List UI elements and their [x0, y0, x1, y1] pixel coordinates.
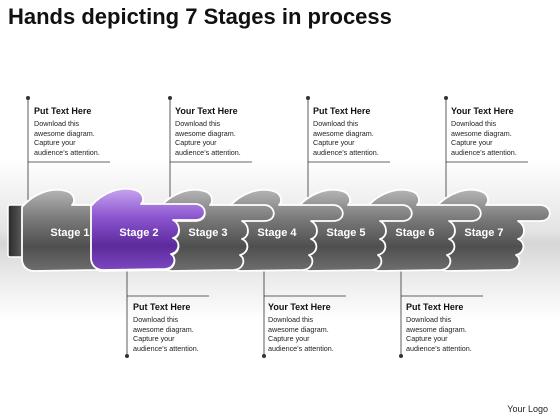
callout-line: Capture your [268, 334, 310, 343]
callout-body: Download this awesome diagram. Capture y… [268, 315, 388, 353]
callout-line: Download this [313, 119, 359, 128]
stage-labels-group: Stage 1 Stage 2 Stage 3 Stage 4 Stage 5 Stage… [50, 227, 503, 239]
logo-text: Your Logo [507, 404, 548, 414]
callout-line: awesome diagram. [313, 128, 374, 138]
callout-line: Capture your [313, 138, 355, 147]
page-title: Hands depicting 7 Stages in process [8, 4, 392, 29]
callout-bottom-3: Put Text Here Download this awesome diag… [406, 302, 526, 353]
callout-line: Capture your [34, 138, 76, 147]
callout-heading: Put Text Here [313, 106, 371, 116]
callout-line: awesome diagram. [175, 128, 236, 138]
callout-line: audience’s attention. [268, 343, 334, 353]
callout-top-1: Put Text Here Download this awesome diag… [34, 106, 154, 157]
callout-line: audience’s attention. [451, 147, 517, 157]
stage-label-7: Stage 7 [464, 227, 503, 239]
connector-dot-bottom-3 [399, 354, 403, 358]
stage-label-5: Stage 5 [326, 227, 365, 239]
callout-heading: Put Text Here [34, 106, 92, 116]
callout-line: Capture your [406, 334, 448, 343]
stage-label-1: Stage 1 [50, 227, 89, 239]
callout-body: Download this awesome diagram. Capture y… [313, 119, 433, 157]
connector-dot-bottom-2 [262, 354, 266, 358]
callout-line: audience’s attention. [34, 147, 100, 157]
callout-line: awesome diagram. [268, 324, 329, 334]
callout-body: Download this awesome diagram. Capture y… [406, 315, 526, 353]
callout-line: awesome diagram. [406, 324, 467, 334]
callout-body: Download this awesome diagram. Capture y… [451, 119, 560, 157]
callout-body: Download this awesome diagram. Capture y… [133, 315, 253, 353]
stage-label-2: Stage 2 [119, 227, 158, 239]
callout-line: Download this [451, 119, 497, 128]
callout-top-2: Your Text Here Download this awesome dia… [175, 106, 295, 157]
callout-line: Capture your [175, 138, 217, 147]
callout-line: awesome diagram. [451, 128, 512, 138]
callout-bottom-2: Your Text Here Download this awesome dia… [268, 302, 388, 353]
callout-connectors [26, 96, 528, 358]
callout-line: Download this [406, 315, 452, 324]
callout-heading: Put Text Here [133, 302, 191, 312]
stage-label-4: Stage 4 [257, 227, 297, 239]
callout-line: Download this [34, 119, 80, 128]
callout-heading: Your Text Here [175, 106, 238, 116]
callout-line: awesome diagram. [133, 324, 194, 334]
stage-label-3: Stage 3 [188, 227, 227, 239]
callout-line: Capture your [133, 334, 175, 343]
callout-top-4: Your Text Here Download this awesome dia… [451, 106, 560, 157]
hands-group [21, 187, 551, 272]
connector-dot-bottom-1 [125, 354, 129, 358]
callout-body: Download this awesome diagram. Capture y… [34, 119, 154, 157]
callout-bottom-1: Put Text Here Download this awesome diag… [133, 302, 253, 353]
callout-top-3: Put Text Here Download this awesome diag… [313, 106, 433, 157]
callout-line: audience’s attention. [133, 343, 199, 353]
callout-line: audience’s attention. [175, 147, 241, 157]
callout-line: Capture your [451, 138, 493, 147]
callout-line: Download this [133, 315, 179, 324]
callout-body: Download this awesome diagram. Capture y… [175, 119, 295, 157]
callout-line: audience’s attention. [313, 147, 379, 157]
callout-heading: Your Text Here [451, 106, 514, 116]
stage-hand-highlight [90, 187, 206, 271]
callout-line: Download this [175, 119, 221, 128]
callout-heading: Put Text Here [406, 302, 464, 312]
callout-line: Download this [268, 315, 314, 324]
callout-line: audience’s attention. [406, 343, 472, 353]
callout-line: awesome diagram. [34, 128, 95, 138]
callout-heading: Your Text Here [268, 302, 331, 312]
stage-label-6: Stage 6 [395, 227, 434, 239]
